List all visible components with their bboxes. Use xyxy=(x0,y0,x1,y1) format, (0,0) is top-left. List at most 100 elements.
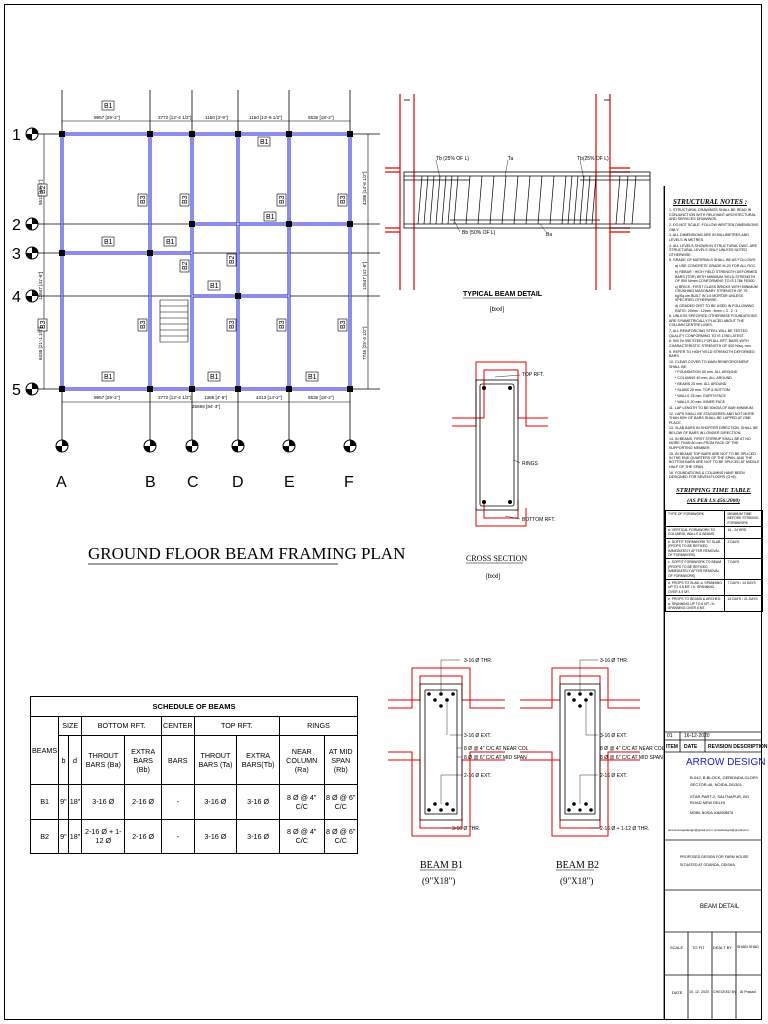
note-item: 14. IN BEAMS, FIRST STIRRUP SHALL BE AT … xyxy=(669,436,751,450)
grid-label-col: B xyxy=(145,474,156,491)
date-label: DATE xyxy=(672,990,683,995)
firm-address: SECTOR-46, NOIDA-201301 xyxy=(690,782,742,787)
firm-email: arrowconceptdesign@gmail.com / arrowdesi… xyxy=(668,828,749,832)
hdr-bars: BARS xyxy=(161,735,195,786)
checked-value: Al Prasad xyxy=(740,990,756,994)
cell-b: 9" xyxy=(58,784,69,820)
cell-tb: 3-16 Ø xyxy=(236,818,280,855)
cross-scale: [bxxl] xyxy=(486,574,500,580)
plan-dimensions-vertical: 5511 [18'-1"] 12647 [41'-6"] 6438 [21'-1… xyxy=(38,172,367,360)
hdr-beams: BEAMS xyxy=(29,715,60,786)
strip-type: d. PROPS TO SLAB: a. SPANNING UP TO 4.5 … xyxy=(664,579,726,597)
beam-tag-b3: B3 xyxy=(340,195,347,204)
label-top-rft: TOP RFT. xyxy=(522,372,544,378)
grid-label-col: C xyxy=(187,474,199,491)
b1-label-top-thr: 3-16 Ø THR. xyxy=(464,658,492,664)
note-item: 5. GRADE OF MATERIALS SHALL BE AS FOLLOW… xyxy=(669,258,757,263)
note-item: * SLABS 20 mm. TOP & BOTTOM xyxy=(675,388,730,393)
label-bb: Bb (50% OF L) xyxy=(462,230,496,236)
grid-label-row: 1 xyxy=(12,127,21,144)
dim-left: 12647 [41'-6"] xyxy=(38,272,43,300)
grid-bubbles-rows xyxy=(25,127,39,396)
cross-section: TOP RFT. RINGS BOTTOM RFT. CROSS SECTION… xyxy=(452,361,555,580)
grid-label-col: A xyxy=(56,474,67,491)
hdr-bottom: BOTTOM RFT. xyxy=(81,715,163,737)
beam-tag-b1: B1 xyxy=(266,214,275,221)
dim-top: 1150 [3'-9"] xyxy=(205,115,228,120)
b2-label-bot-thr: 2-16 Ø + 1-12 Ø THR. xyxy=(600,826,649,832)
table-row: B2 9" 18" 2-16 Ø + 1-12 Ø 2-16 Ø - 3-16 … xyxy=(29,818,359,855)
grid-label-row: 4 xyxy=(12,289,21,306)
note-item: 9. REFER TO HIGH YIELD STRENGTH DEFORMED… xyxy=(669,349,755,359)
grid-label-row: 5 xyxy=(12,382,21,399)
cell-ta: 3-16 Ø xyxy=(193,818,238,855)
grid-label-col: F xyxy=(344,474,354,491)
table-row: B1 9" 18" 3-16 Ø 2-16 Ø - 3-16 Ø 3-16 Ø … xyxy=(29,784,359,820)
beam-b1-section: 3-16 Ø THR. 3-16 Ø EXT. 8 Ø @ 4" C/C AT … xyxy=(388,658,529,886)
b1-label-bot-thr: 3-16 Ø THR. xyxy=(452,826,480,832)
b2-label-top-ext: 3-16 Ø EXT. xyxy=(600,733,627,739)
label-tb-left: Tb (25% OF L) xyxy=(436,156,469,162)
strip-time: 14 DAYS / 21 DAYS xyxy=(724,595,763,613)
dealt-value: SHABI SHAD xyxy=(737,945,759,949)
dim-left: 5511 [18'-1"] xyxy=(38,180,43,205)
cell-rb: 8 Ø @ 6" C/C xyxy=(323,818,359,855)
note-item: 15. IN BEAMS TOP BARS ARE NOT TO BE SPLI… xyxy=(669,451,760,469)
label-ba: Ba xyxy=(546,232,552,238)
beam-tag-b3: B3 xyxy=(40,320,47,329)
beam-b2-section: 3-16 Ø THR. 3-16 Ø EXT. 8 Ø @ 4" C/C AT … xyxy=(520,658,665,886)
hdr-top: TOP RFT. xyxy=(193,715,280,737)
cell-d: 18" xyxy=(67,818,83,855)
beam-tag-b1: B1 xyxy=(104,103,113,110)
plan-dimensions: 9957 [29'-2"] 3772 [12'-4 1/2"] 1150 [3'… xyxy=(94,115,334,409)
typical-scale: [bxxl] xyxy=(490,307,504,313)
beam-b1-size: (9"X18") xyxy=(422,876,455,886)
note-item: 3. ALL DIMENSIONS ARE IN MILLIMETRES AND… xyxy=(669,233,749,242)
strip-time: 7 DAYS xyxy=(724,558,763,581)
label-bottom-rft: BOTTOM RFT. xyxy=(522,517,555,523)
strip-type: a. VERTICAL FORMWORK TO COLUMNS, WALLS &… xyxy=(664,525,726,539)
hdr-b: b xyxy=(58,735,69,786)
cell-rb: 8 Ø @ 6" C/C xyxy=(323,784,359,820)
schedule-caption: SCHEDULE OF BEAMS xyxy=(30,696,358,717)
note-item: c) BRICK : FIRST CLASS BRICKS WITH MINIM… xyxy=(675,285,758,303)
b1-label-rings-near: 8 Ø @ 4" C/C AT NEAR COL xyxy=(464,746,529,752)
hdr-d: d xyxy=(67,735,83,786)
note-item: 4. ALL LEVELS SHOWN IN STRUCTURAL DWG. A… xyxy=(669,243,758,257)
dim-top: 5536 [18'-2"] xyxy=(308,115,334,120)
beam-tag-b2: B2 xyxy=(182,261,189,270)
beam-tag-b2: B2 xyxy=(40,185,47,194)
rev-date: 16-12-2020 xyxy=(684,733,710,739)
dim-top: 1150 [13'-9 1/2"] xyxy=(249,115,282,120)
b1-label-bot-ext: 2-16 Ø EXT. xyxy=(464,773,491,779)
beam-b1-title: BEAM B1 xyxy=(420,860,463,871)
stripping-title: STRIPPING TIME TABLE xyxy=(676,486,751,494)
label-ta: Ta xyxy=(508,156,514,162)
beam-b2-size: (9"X18") xyxy=(560,876,593,886)
scale-value: TO FIT xyxy=(692,945,705,950)
note-item: b) REBAR : HIGH YIELD STRENGTH DEFORMED … xyxy=(675,270,758,284)
table-row: e. PROPS TO BEAMS & ARCHES: a. SPANNING … xyxy=(664,595,763,613)
cell-tb: 3-16 Ø xyxy=(236,784,280,820)
dim-bottom: 3772 [12'-4 1/2"] xyxy=(158,395,191,400)
note-item: 6. UNLESS SPECIFIED OTHERWISE FOUNDATION… xyxy=(669,314,757,328)
hdr-center: CENTER xyxy=(161,715,195,737)
label-rings: RINGS xyxy=(522,461,539,467)
grid-label-row: 2 xyxy=(12,217,21,234)
beam-tag-b3: B3 xyxy=(140,320,147,329)
typical-title: TYPICAL BEAM DETAIL xyxy=(463,291,543,298)
note-item: * WALLS 25 mm. EARTH FACE xyxy=(675,394,726,399)
cross-title: CROSS SECTION xyxy=(466,554,527,563)
table-row: d. PROPS TO SLAB: a. SPANNING UP TO 4.5 … xyxy=(664,579,763,597)
dim-right: 4286 [14'-6 1/2"] xyxy=(362,172,367,205)
note-item: 2. DO NOT SCALE. FOLLOW WRITTEN DIMENSIO… xyxy=(669,223,758,232)
beam-tag-b1: B1 xyxy=(210,374,219,381)
cell-center: - xyxy=(161,818,195,855)
note-item: 13. SLAB BARS IN SHORTER DIRECTION, SHAL… xyxy=(669,426,758,435)
project-line: PROPOSED DESIGN FOR FARM HOUSE xyxy=(680,855,749,859)
note-item: 8. 500 Fe 550 STEEL FOR ALL RFT. BARS WI… xyxy=(669,339,752,348)
beam-tag-b3: B3 xyxy=(279,195,286,204)
hdr-extra-tb: EXTRA BARS(Tb) xyxy=(236,735,280,786)
hdr-thru-ta: THROUT BARS (Ta) xyxy=(193,735,238,786)
